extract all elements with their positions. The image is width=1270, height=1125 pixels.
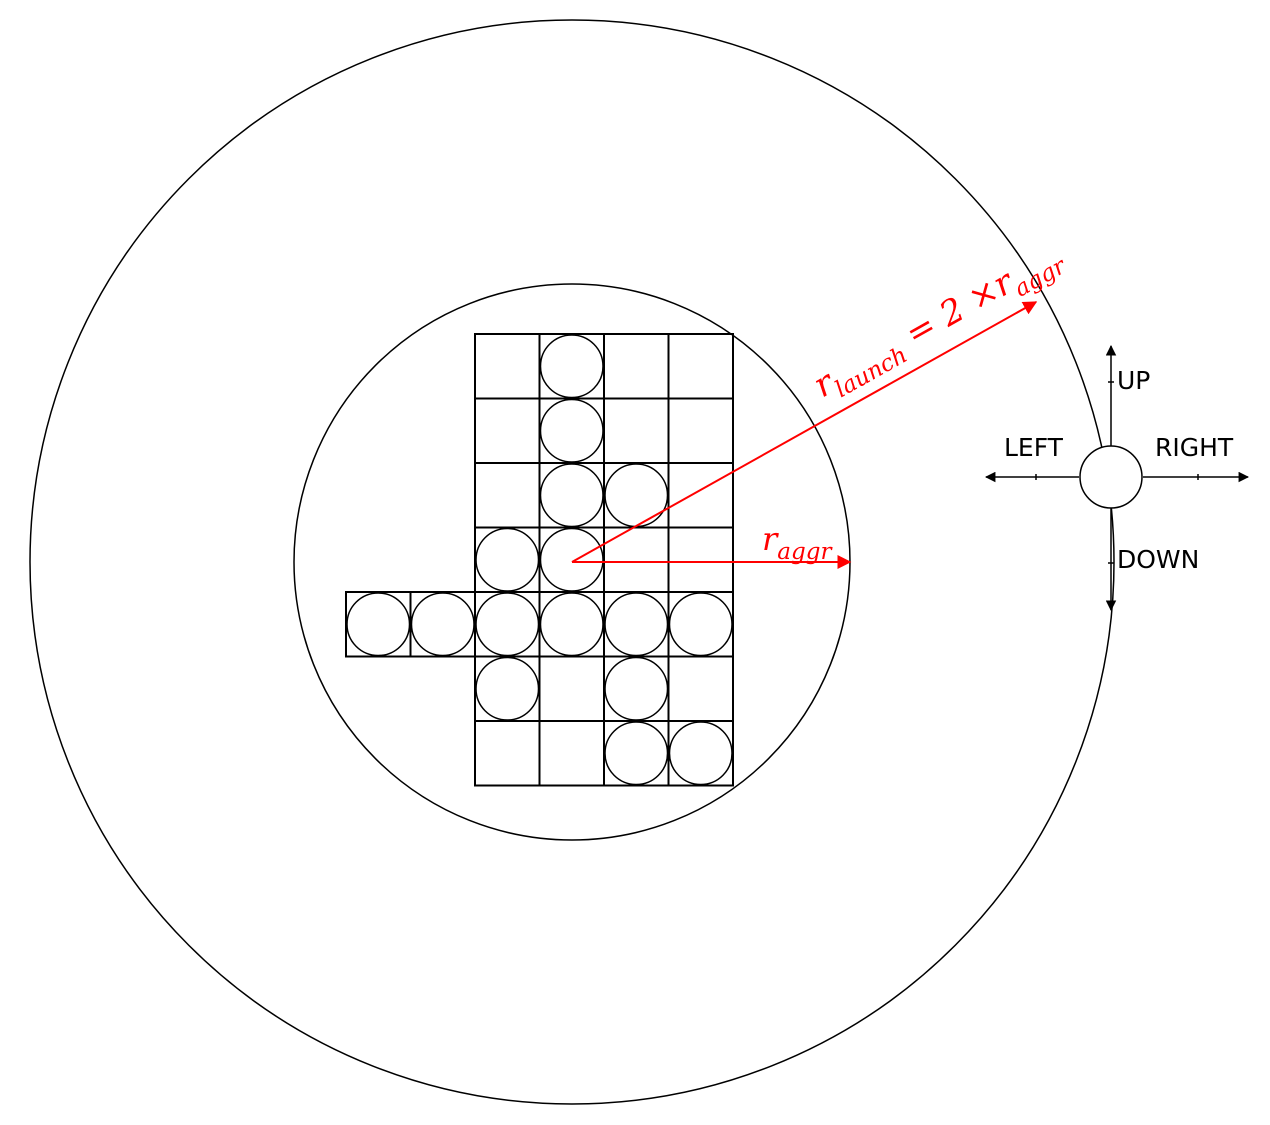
lattice-cell [603, 526, 670, 593]
aggregated-particle [539, 527, 604, 592]
aggregated-particle [539, 334, 604, 399]
launch-circle [29, 19, 1115, 1105]
r-launch-label-sub2: aggr [1010, 252, 1072, 302]
aggregated-particle [604, 656, 669, 721]
lattice-cell [603, 397, 670, 464]
lattice-cell [667, 720, 734, 787]
lattice-cell [667, 655, 734, 722]
lattice-cell [667, 333, 734, 400]
aggregated-particle [604, 721, 669, 786]
lattice-cell [538, 655, 605, 722]
up-label: UP [1117, 366, 1150, 395]
r-aggr-label: raggr [762, 520, 833, 565]
down-label: DOWN [1117, 545, 1199, 574]
aggregated-particle [475, 656, 540, 721]
aggregated-particle [539, 592, 604, 657]
aggregated-particle [475, 527, 540, 592]
lattice-cell [667, 397, 734, 464]
r-launch-label-rest: = 2 ×r [889, 261, 1021, 359]
aggregated-particle [668, 721, 733, 786]
lattice-cell [474, 720, 541, 787]
lattice-cell [474, 397, 541, 464]
left-label: LEFT [1004, 433, 1064, 462]
random-walker: UP LEFT RIGHT DOWN [984, 344, 1250, 612]
lattice-cell [667, 462, 734, 529]
aggregated-particle [668, 592, 733, 657]
r-aggr-label-sub: aggr [777, 539, 833, 565]
right-label: RIGHT [1155, 433, 1234, 462]
aggregated-particle [604, 463, 669, 528]
r-launch-arrow [571, 301, 1038, 563]
lattice-cell [474, 462, 541, 529]
lattice-cell [603, 333, 670, 400]
aggregated-particle [539, 398, 604, 463]
aggregated-particle [539, 463, 604, 528]
r-aggr-label-main: r [762, 520, 779, 558]
lattice-grid [345, 333, 734, 787]
aggregated-particle [475, 592, 540, 657]
walker-particle [1079, 445, 1143, 509]
r-launch-label: rlaunch = 2 ×raggr [807, 235, 1072, 411]
lattice-cell [538, 720, 605, 787]
lattice-cell [667, 526, 734, 593]
lattice-cell [474, 333, 541, 400]
aggregated-particle [410, 592, 475, 657]
aggregated-particle [604, 592, 669, 657]
aggregated-particle [346, 592, 411, 657]
